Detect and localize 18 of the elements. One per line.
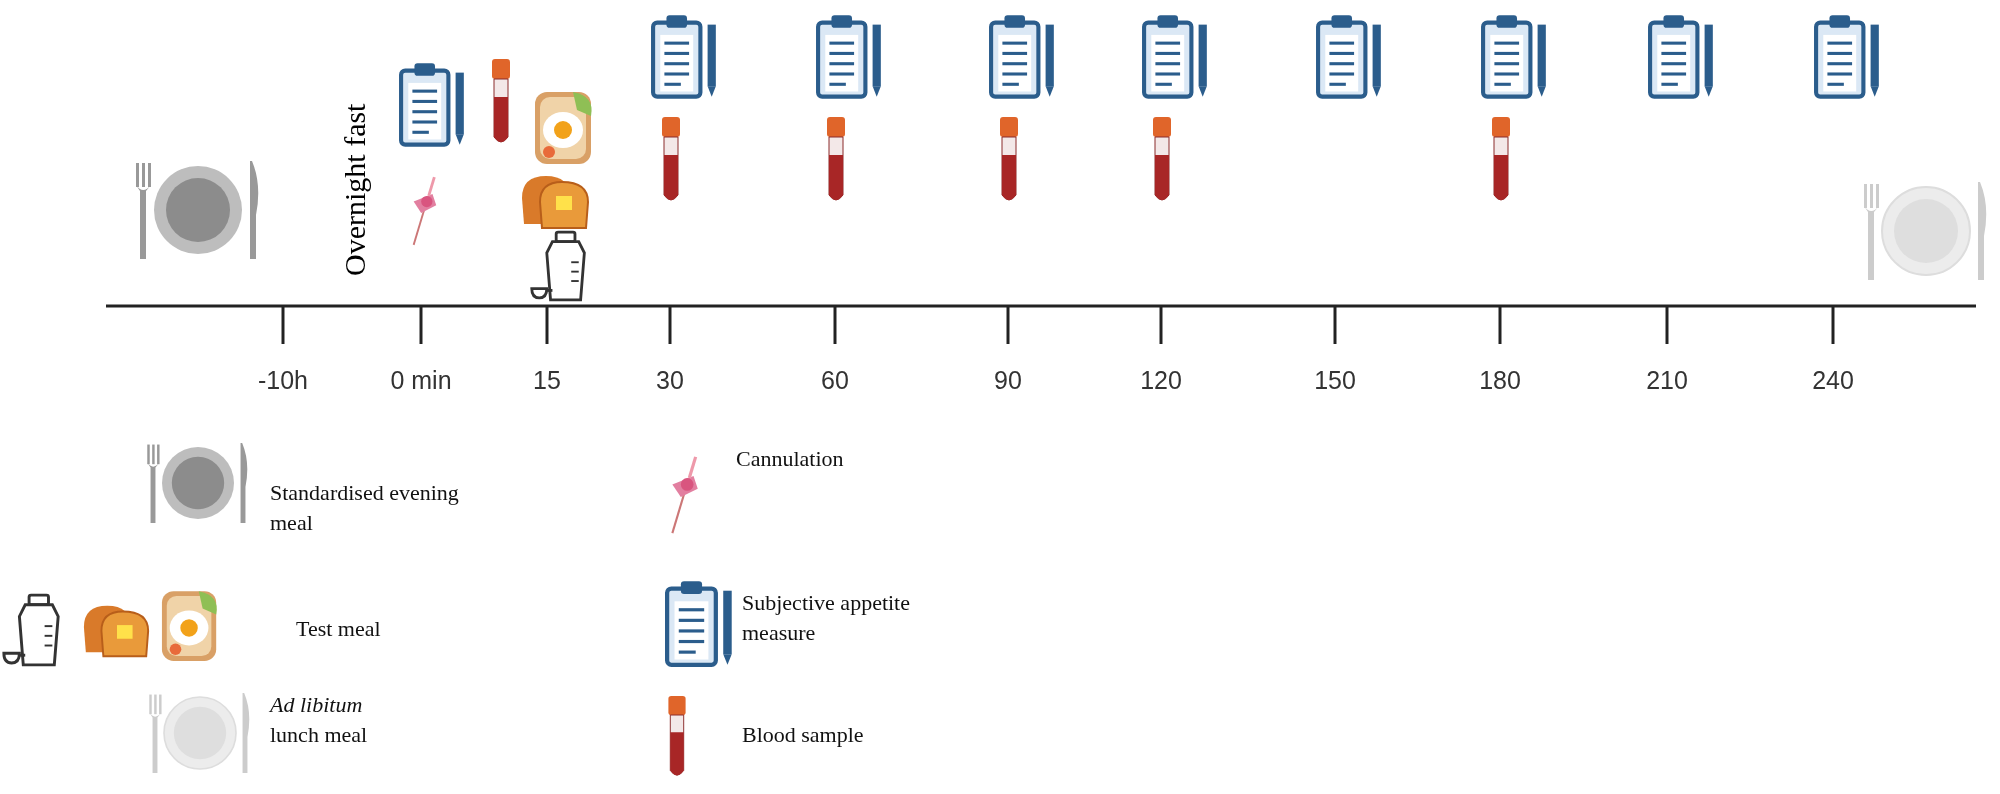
tick-label: 180 <box>1479 366 1521 395</box>
tick-label: 30 <box>656 366 684 395</box>
tick-label: 60 <box>821 366 849 395</box>
tick-label: 0 min <box>390 366 452 395</box>
tick-label: 150 <box>1314 366 1356 395</box>
legend-text: Cannulation <box>736 445 845 473</box>
tick-label: 120 <box>1140 366 1182 395</box>
legend-text: Blood sample <box>742 721 865 749</box>
legend-text: Ad libitum lunch meal <box>270 691 369 749</box>
tick-label: 90 <box>994 366 1022 395</box>
annotation-text: Overnight fast <box>338 103 372 276</box>
legend-text: Standardised evening meal <box>270 479 460 537</box>
legend-text: Subjective appetite measure <box>742 589 911 647</box>
legend-text: Test meal <box>296 615 382 643</box>
tick-label: 210 <box>1646 366 1688 395</box>
tick-label: 15 <box>533 366 561 395</box>
tick-label: 240 <box>1812 366 1854 395</box>
tick-label: -10h <box>258 366 308 395</box>
